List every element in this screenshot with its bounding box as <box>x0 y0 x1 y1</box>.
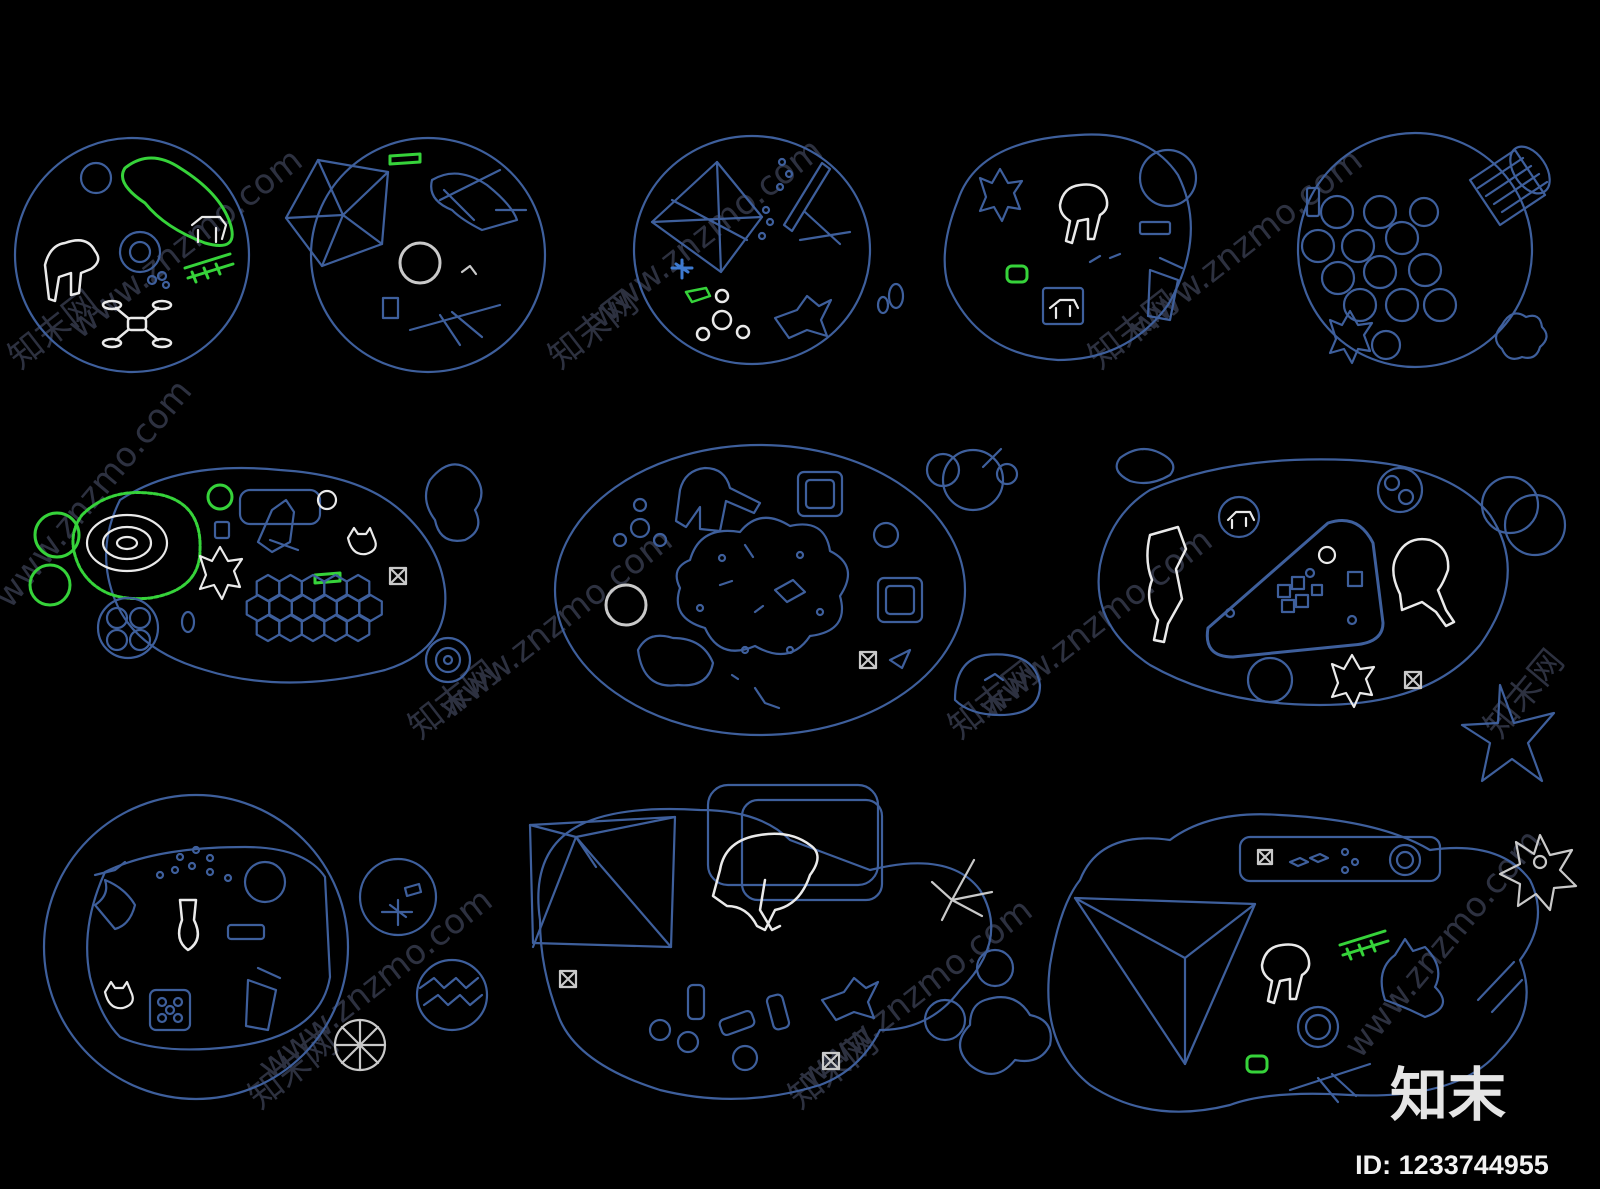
car-icon <box>765 993 791 1031</box>
teddy-bear-icon <box>424 463 483 542</box>
tent-icon <box>528 815 677 949</box>
fidget-spinner-icon <box>612 497 668 548</box>
robot-icon <box>256 498 300 554</box>
cat-icon <box>103 980 134 1010</box>
teddy-bear-icon <box>1330 653 1376 709</box>
teddy-bear-icon <box>1328 309 1374 365</box>
dog-icon <box>1226 510 1256 530</box>
tree-icon <box>333 1018 387 1072</box>
tunnel-icon <box>1468 145 1551 227</box>
clover-platform-icon <box>958 996 1052 1075</box>
ring-pit-icon <box>71 491 202 601</box>
play-area-5 <box>1296 131 1551 369</box>
stroller-icon <box>1146 256 1184 322</box>
flower-icon <box>1498 833 1578 912</box>
teddy-bear-icon <box>198 545 244 601</box>
dog-icon <box>1048 298 1080 320</box>
seesaw-icon <box>1288 1062 1372 1104</box>
seesaw-icon <box>408 303 502 347</box>
image-id-text: ID: 1233744955 <box>1355 1150 1549 1180</box>
bucket-icon <box>1005 264 1029 284</box>
car-icon <box>686 983 706 1021</box>
bucket-icon <box>1245 1054 1269 1074</box>
bean-pool-icon <box>121 156 234 247</box>
flower-cluster-icon <box>1300 194 1458 323</box>
triangle-slide-icon <box>1205 519 1385 659</box>
dog-icon <box>190 215 228 244</box>
teddy-bear-icon <box>978 167 1024 223</box>
outline-path <box>86 845 332 1051</box>
logo-text: 知末 <box>1390 1061 1506 1129</box>
drone-icon <box>101 299 173 349</box>
ring-icon <box>398 241 442 285</box>
play-area-8 <box>1097 447 1509 709</box>
cat-icon <box>1380 937 1445 1019</box>
sled-icon <box>953 653 1042 717</box>
bird-icon <box>93 860 137 931</box>
car-icon <box>718 1009 756 1037</box>
ladder-icon <box>183 252 235 284</box>
toy-icon <box>684 286 712 304</box>
ring-icon <box>604 583 648 627</box>
play-area-2 <box>284 136 547 374</box>
person-topview-icon <box>1260 943 1311 1005</box>
play-area-9 <box>42 793 350 1101</box>
fidget-spinner-icon <box>695 288 751 342</box>
play-area-4 <box>943 133 1198 362</box>
slide-icon <box>782 161 852 246</box>
umbrella-icon <box>284 158 390 268</box>
play-area-3 <box>632 134 872 366</box>
hexagon-grid-icon <box>245 573 383 643</box>
hexagon-cell <box>358 593 383 623</box>
star-icon <box>1460 683 1556 783</box>
bird-icon <box>773 294 833 340</box>
person-topview-icon <box>1146 525 1188 644</box>
tree-icon <box>1494 312 1548 360</box>
person-topview-icon <box>43 239 100 303</box>
pyramid-icon <box>1073 896 1257 1066</box>
airplane-icon <box>670 258 694 280</box>
play-area-7 <box>553 443 967 737</box>
play-area-1 <box>13 136 251 374</box>
cat-icon <box>346 526 377 556</box>
balls-tray-icon <box>96 596 160 660</box>
person-topview-icon <box>711 832 819 932</box>
dice-icon <box>148 988 192 1032</box>
palm-tree-icon <box>930 858 994 922</box>
sign-icon <box>388 152 422 166</box>
play-area-10 <box>528 783 993 1100</box>
pillow-pile-icon <box>636 634 715 687</box>
sign-icon <box>313 571 342 585</box>
person-topview-icon <box>674 466 762 533</box>
cloud-platform-icon <box>675 516 850 656</box>
play-area-11 <box>1047 813 1540 1113</box>
person-topview-icon <box>1058 183 1109 245</box>
swing-icon <box>430 168 528 232</box>
airplane-icon <box>380 898 414 927</box>
kite-icon <box>650 160 764 274</box>
bird-icon <box>820 976 880 1022</box>
person-topview-icon <box>1392 537 1456 628</box>
hexagon-cell <box>345 613 371 643</box>
ladder-icon <box>1338 929 1390 961</box>
stroller-icon <box>244 966 282 1032</box>
play-area-6 <box>28 463 483 684</box>
bottle-icon <box>177 898 200 952</box>
